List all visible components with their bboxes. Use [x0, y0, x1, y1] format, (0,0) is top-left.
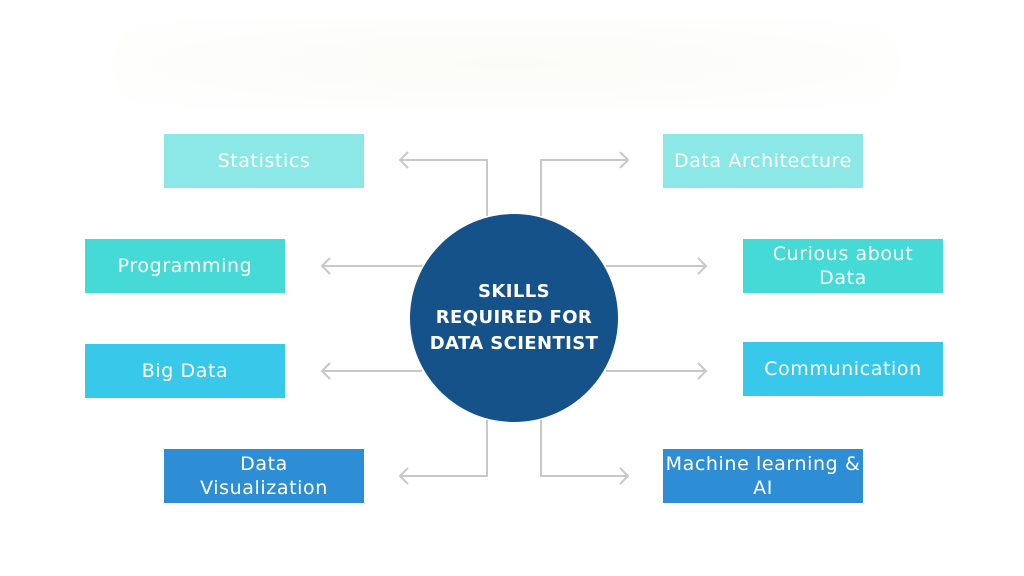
skill-box-machine-learning-ai: Machine learning & AI [663, 449, 863, 503]
connector-statistics [400, 159, 488, 216]
skill-label: Big Data [141, 360, 229, 382]
skill-label: Curious about Data [772, 243, 914, 289]
skill-box-programming: Programming [85, 239, 285, 293]
skill-label: Machine learning & AI [665, 453, 861, 499]
skill-label: Data Visualization [200, 453, 328, 499]
skill-box-statistics: Statistics [164, 134, 364, 188]
connector-data-architecture [540, 159, 628, 216]
skill-label: Programming [117, 255, 253, 277]
skill-box-curious-about-data: Curious about Data [743, 239, 943, 293]
skill-box-big-data: Big Data [85, 344, 285, 398]
center-label: SKILLS REQUIRED FOR DATA SCIENTIST [429, 281, 599, 354]
skill-box-data-architecture: Data Architecture [663, 134, 863, 188]
connector-data-visualization [400, 420, 488, 477]
title-area [112, 18, 902, 110]
arrowhead-icon [619, 151, 630, 169]
arrowhead-icon [320, 362, 331, 380]
skill-label: Statistics [217, 150, 311, 172]
skill-label: Communication [764, 358, 922, 380]
arrowhead-icon [398, 467, 409, 485]
center-hub: SKILLS REQUIRED FOR DATA SCIENTIST [410, 214, 618, 422]
arrowhead-icon [398, 151, 409, 169]
arrowhead-icon [697, 257, 708, 275]
arrowhead-icon [697, 362, 708, 380]
skill-box-communication: Communication [743, 342, 943, 396]
connector-machine-learning-ai [540, 420, 628, 477]
skill-box-data-visualization: Data Visualization [164, 449, 364, 503]
skill-label: Data Architecture [674, 150, 852, 172]
arrowhead-icon [619, 467, 630, 485]
arrowhead-icon [320, 257, 331, 275]
